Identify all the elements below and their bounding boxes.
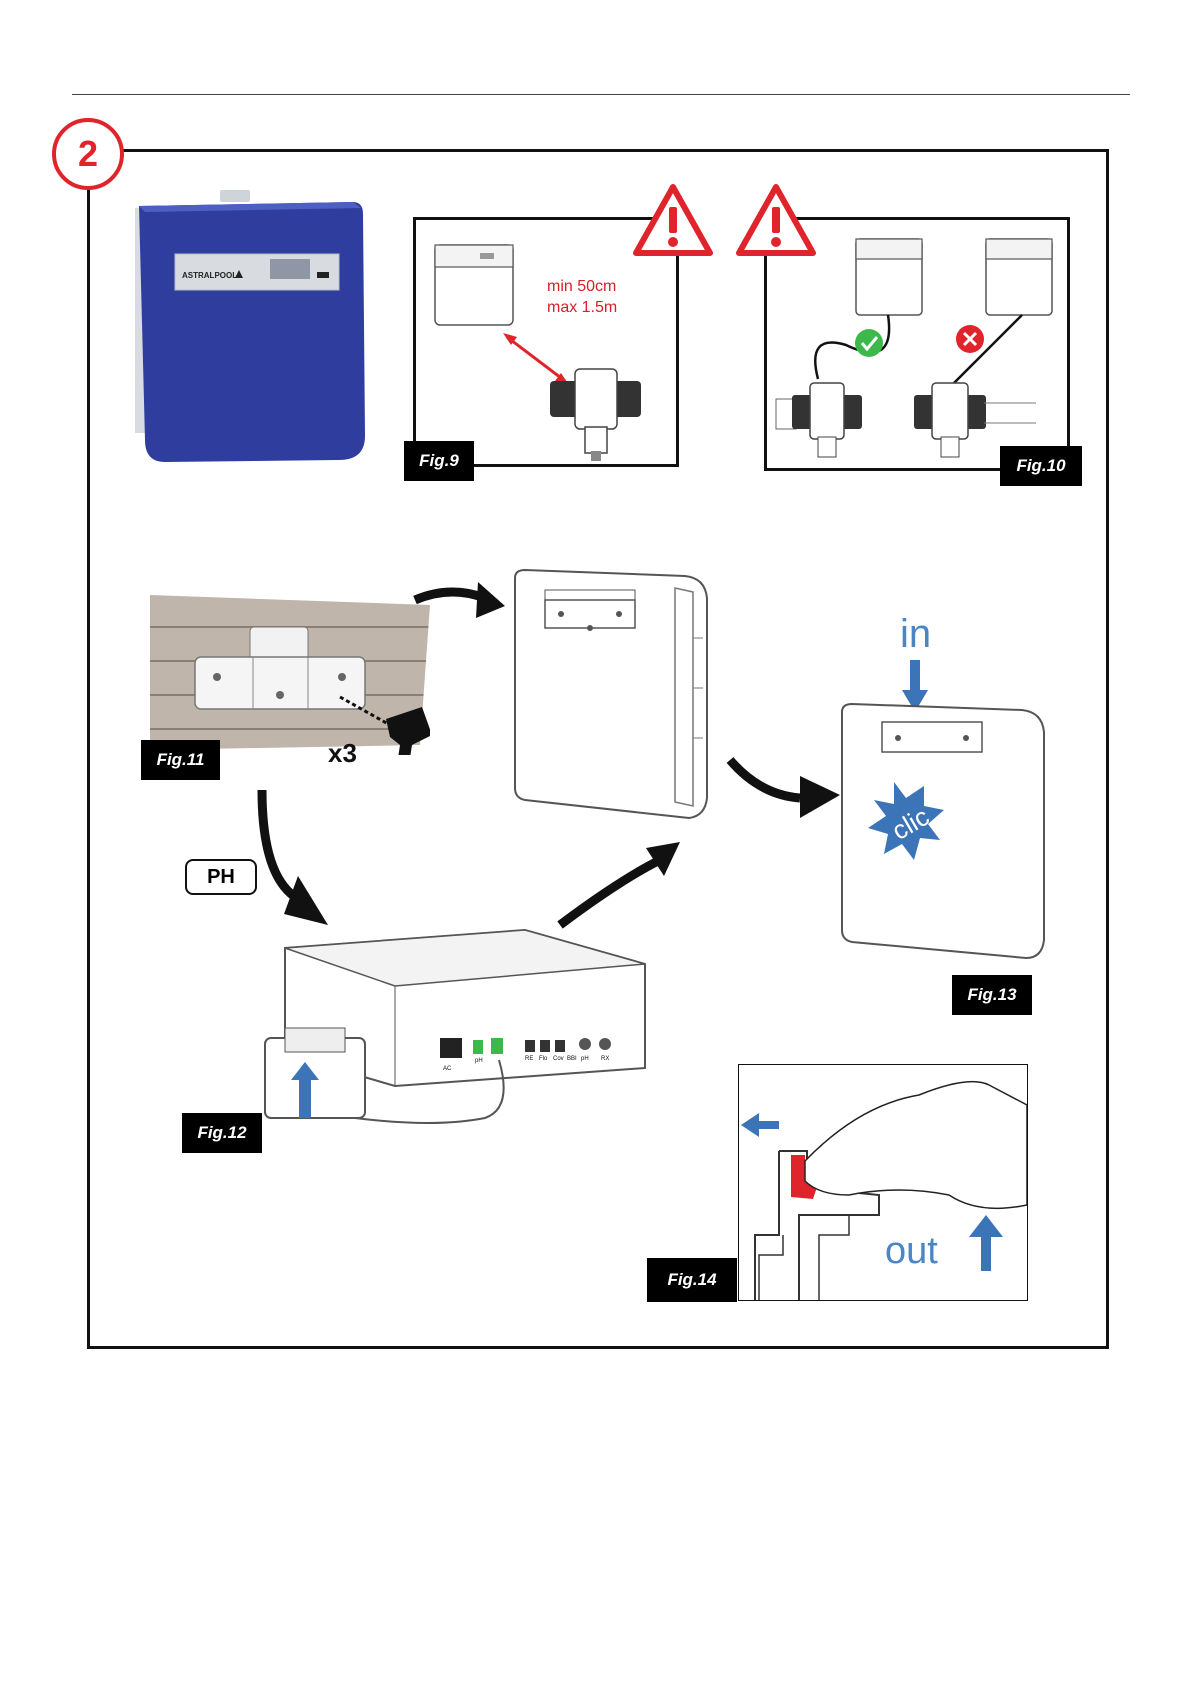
fig13-insert-word: in <box>900 612 931 657</box>
controller-device-image: ASTRALPOOL <box>125 188 370 470</box>
fig12-port-ph-pump: pH <box>475 1058 483 1064</box>
ph-tag: PH <box>185 859 257 895</box>
fig9-distance-max: max 1.5m <box>547 299 617 316</box>
fig11-label: Fig.11 <box>141 740 220 780</box>
fig12-label: Fig.12 <box>182 1113 262 1153</box>
fig12-port-flo: Flo <box>539 1056 548 1062</box>
fig10-label: Fig.10 <box>1000 446 1082 486</box>
fig12-port-bbi: BBI <box>567 1056 577 1062</box>
fig14-release-illustration <box>739 1065 1027 1300</box>
fig12-port-re: RE <box>525 1056 533 1062</box>
fig12-port-cov: Cov <box>553 1056 564 1062</box>
fig9-label: Fig.9 <box>404 441 474 481</box>
mounting-housing-back <box>505 568 715 828</box>
device-brand-text: ASTRALPOOL <box>182 271 237 280</box>
fig9-distance-min: min 50cm <box>547 278 616 295</box>
fig12-port-ac: AC <box>443 1066 452 1072</box>
fig13-housing-illustration: clic <box>832 660 1060 960</box>
fig14-remove-word: out <box>885 1230 938 1273</box>
header-rule <box>72 94 1130 95</box>
fig11-wall-bracket-photo <box>150 595 430 755</box>
fig9-warning-icon <box>632 183 714 258</box>
fig10-warning-icon <box>735 183 817 258</box>
fig13-label: Fig.13 <box>952 975 1032 1015</box>
fig14-label: Fig.14 <box>647 1258 737 1302</box>
fig12-port-rx: RX <box>601 1056 609 1062</box>
fig12-controller-underside: AC pH RE Flo Cov BBI pH RX <box>255 928 655 1138</box>
fig12-port-ph: pH <box>581 1056 589 1062</box>
fig11-screw-count: x3 <box>328 738 357 769</box>
step-number-badge: 2 <box>52 118 124 190</box>
